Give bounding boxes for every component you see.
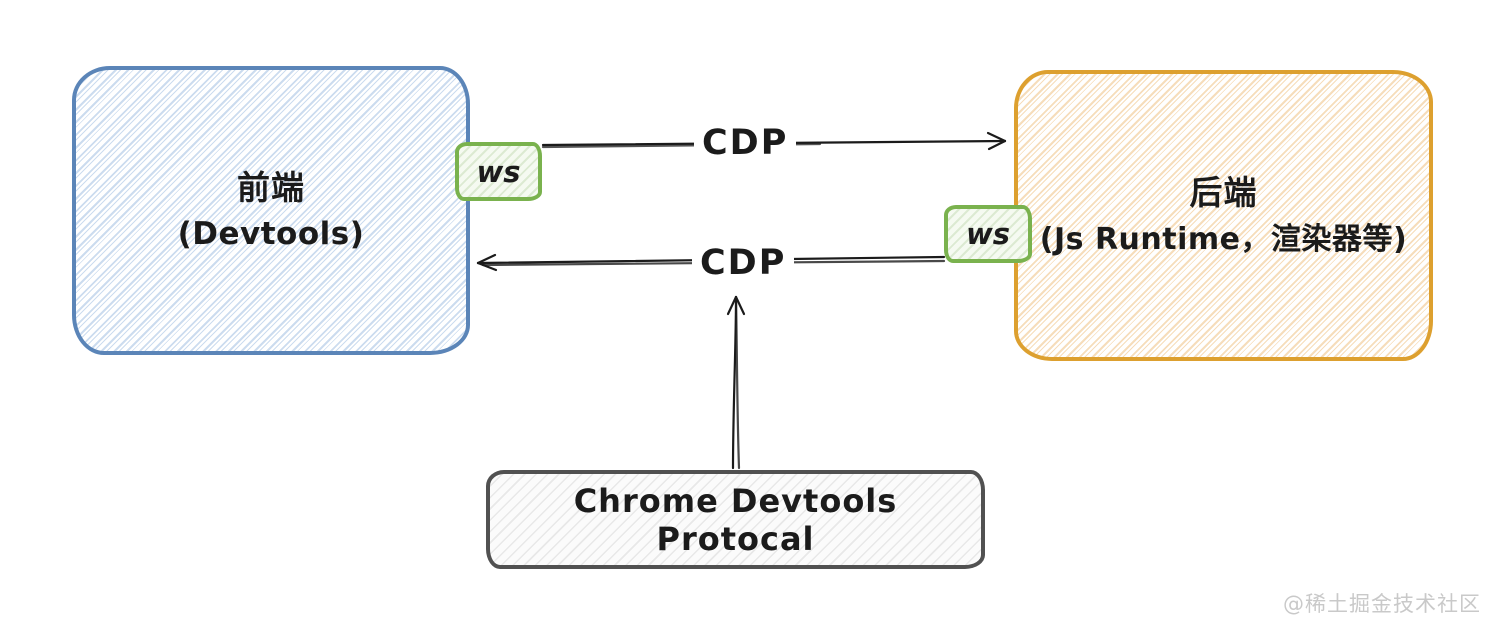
protocol-box-label: Chrome Devtools Protocal: [573, 481, 898, 558]
backend-runtime-box: 后端 (Js Runtime，渲染器等): [1014, 70, 1433, 361]
frontend-box-title: 前端: [237, 167, 305, 207]
frontend-devtools-box: 前端 (Devtools): [72, 66, 470, 355]
cdp-label-bottom: CDP: [692, 246, 795, 281]
cdp-label-top: CDP: [694, 126, 797, 161]
chrome-devtools-protocol-box: Chrome Devtools Protocal: [486, 470, 985, 569]
websocket-badge-frontend: ws: [455, 142, 542, 201]
arrow-protocol-to-cdp: [726, 295, 746, 470]
backend-box-title: 后端: [1189, 173, 1258, 213]
frontend-box-subtitle: (Devtools): [177, 215, 365, 252]
backend-box-subtitle: (Js Runtime，渲染器等): [1039, 221, 1408, 257]
websocket-badge-frontend-label: ws: [476, 154, 521, 189]
juejin-watermark: @稀土掘金技术社区: [1283, 592, 1481, 616]
websocket-badge-backend-label: ws: [965, 217, 1011, 251]
websocket-badge-backend: ws: [944, 205, 1032, 263]
